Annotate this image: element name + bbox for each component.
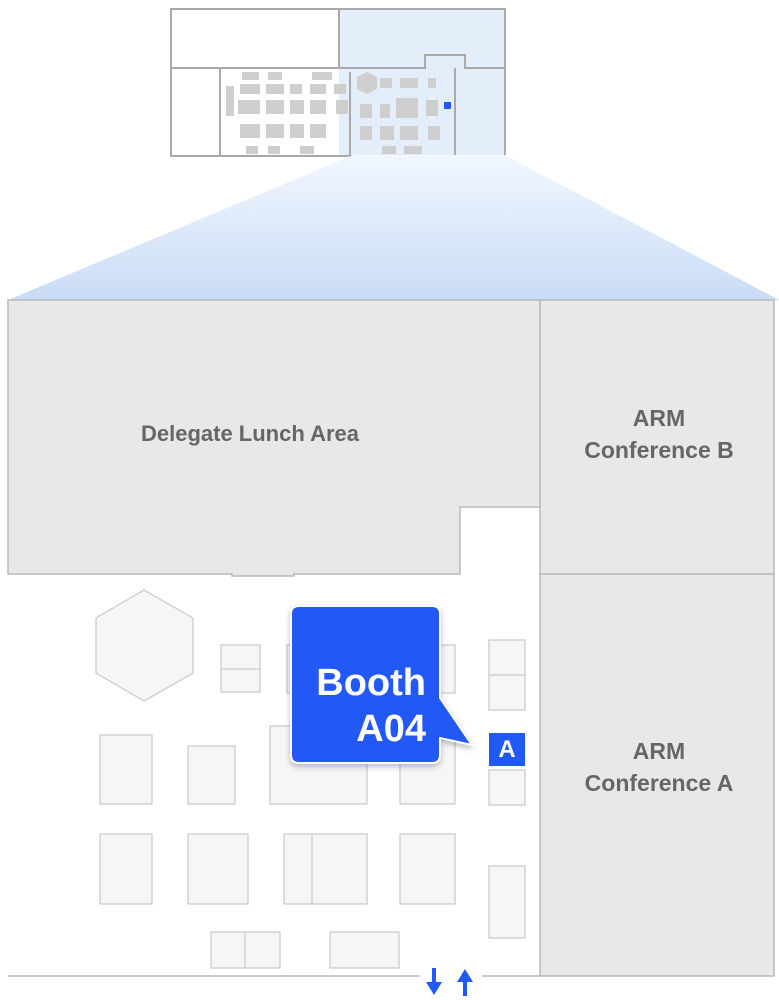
callout-booth-number: A04 [356, 708, 426, 750]
room-name: Delegate Lunch Area [140, 421, 360, 446]
callout-title: Booth [316, 662, 426, 704]
room-name: Conference B [584, 437, 734, 463]
zoom-projection [8, 155, 779, 300]
booth-logo-icon: A [498, 736, 516, 763]
booth-a04-marker[interactable] [489, 733, 525, 766]
booth [488, 769, 526, 806]
booth-callout: Booth A04 [291, 606, 440, 763]
minimap-booth-marker [444, 102, 451, 109]
booth [187, 833, 249, 905]
booth [329, 931, 400, 969]
room-label-delegate-lunch-area: Delegate Lunch Area [60, 418, 440, 450]
room-org: ARM [632, 738, 686, 764]
room-org: ARM [632, 405, 686, 431]
booth-callout-bubble [290, 605, 475, 764]
room-arm-conference-a [539, 573, 775, 977]
booth-hexagon [95, 589, 194, 702]
room-arm-conference-b [539, 299, 775, 575]
booth [99, 734, 153, 805]
venue-overview-minimap [170, 8, 506, 157]
booth [187, 745, 236, 805]
room-name: Conference A [584, 770, 734, 796]
exit-arrows-icon [426, 968, 473, 996]
booth [283, 833, 368, 905]
booth [488, 865, 526, 939]
booth [99, 833, 153, 905]
booth [399, 833, 456, 905]
room-label-arm-conference-a: ARM Conference A [549, 735, 769, 799]
room-label-arm-conference-b: ARM Conference B [549, 402, 769, 466]
